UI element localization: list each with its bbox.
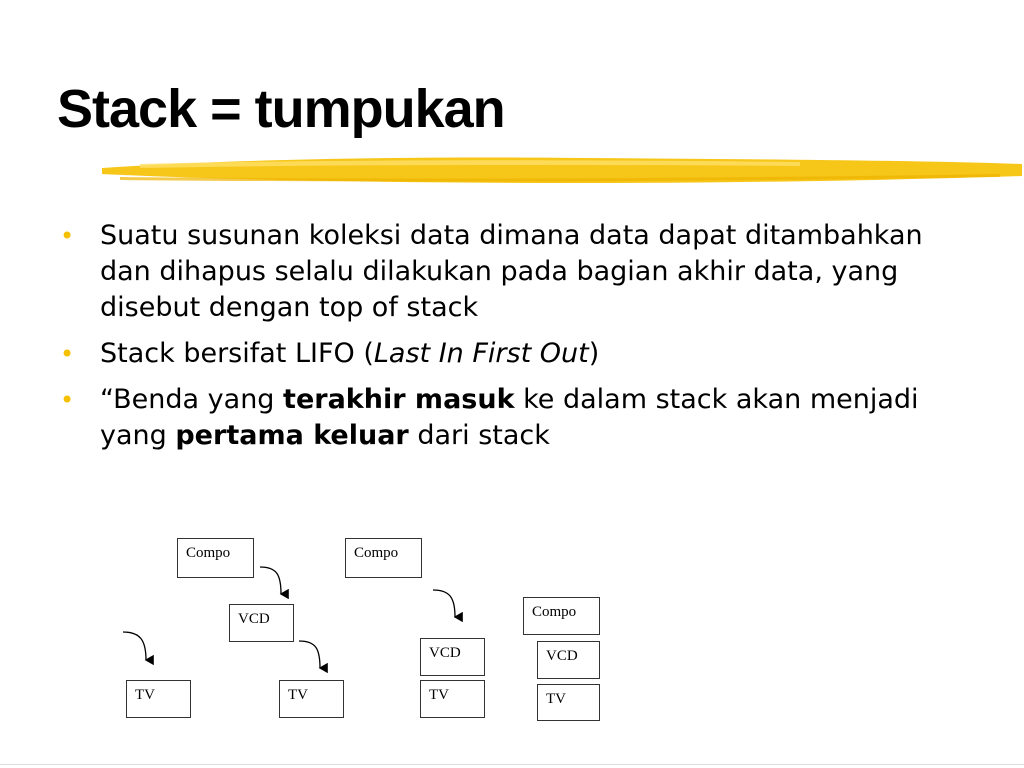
footer-divider xyxy=(0,764,1024,765)
bullet-text-bold2: pertama keluar xyxy=(175,420,409,451)
push-arrow-icon xyxy=(259,566,289,600)
box-compo: Compo xyxy=(345,538,422,578)
box-vcd: VCD xyxy=(537,641,600,679)
title-underline-brushstroke xyxy=(102,157,1022,183)
box-compo: Compo xyxy=(523,597,600,635)
box-tv: TV xyxy=(537,684,600,721)
slide-title: Stack = tumpukan xyxy=(57,79,506,139)
bullet-list: • Suatu susunan koleksi data dimana data… xyxy=(60,218,960,464)
bullet-dot-icon: • xyxy=(60,222,75,250)
bullet-text-part1: “Benda yang xyxy=(100,384,284,415)
push-arrow-icon xyxy=(122,631,154,666)
bullet-dot-icon: • xyxy=(60,386,75,414)
box-tv: TV xyxy=(279,680,344,718)
box-tv: TV xyxy=(420,680,485,718)
push-arrow-icon xyxy=(298,640,328,674)
box-vcd: VCD xyxy=(420,638,485,676)
bullet-text-prefix: Stack bersifat LIFO ( xyxy=(100,338,374,369)
bullet-dot-icon: • xyxy=(60,340,75,368)
bullet-text-italic: Last In First Out xyxy=(373,338,589,369)
bullet-text-part3: dari stack xyxy=(408,420,550,451)
box-tv: TV xyxy=(126,680,191,718)
box-compo: Compo xyxy=(177,538,254,578)
bullet-text-bold1: terakhir masuk xyxy=(283,384,515,415)
box-vcd: VCD xyxy=(229,604,294,642)
bullet-text-suffix: ) xyxy=(588,338,600,369)
bullet-text-part2: ke dalam stack akan menjadi yang xyxy=(100,384,919,451)
bullet-text: Suatu susunan koleksi data dimana data d… xyxy=(100,220,923,323)
bullet-item: • Suatu susunan koleksi data dimana data… xyxy=(60,218,960,326)
push-arrow-icon xyxy=(432,589,463,623)
bullet-item: • “Benda yang terakhir masuk ke dalam st… xyxy=(60,382,960,454)
bullet-item: • Stack bersifat LIFO (Last In First Out… xyxy=(60,336,960,372)
